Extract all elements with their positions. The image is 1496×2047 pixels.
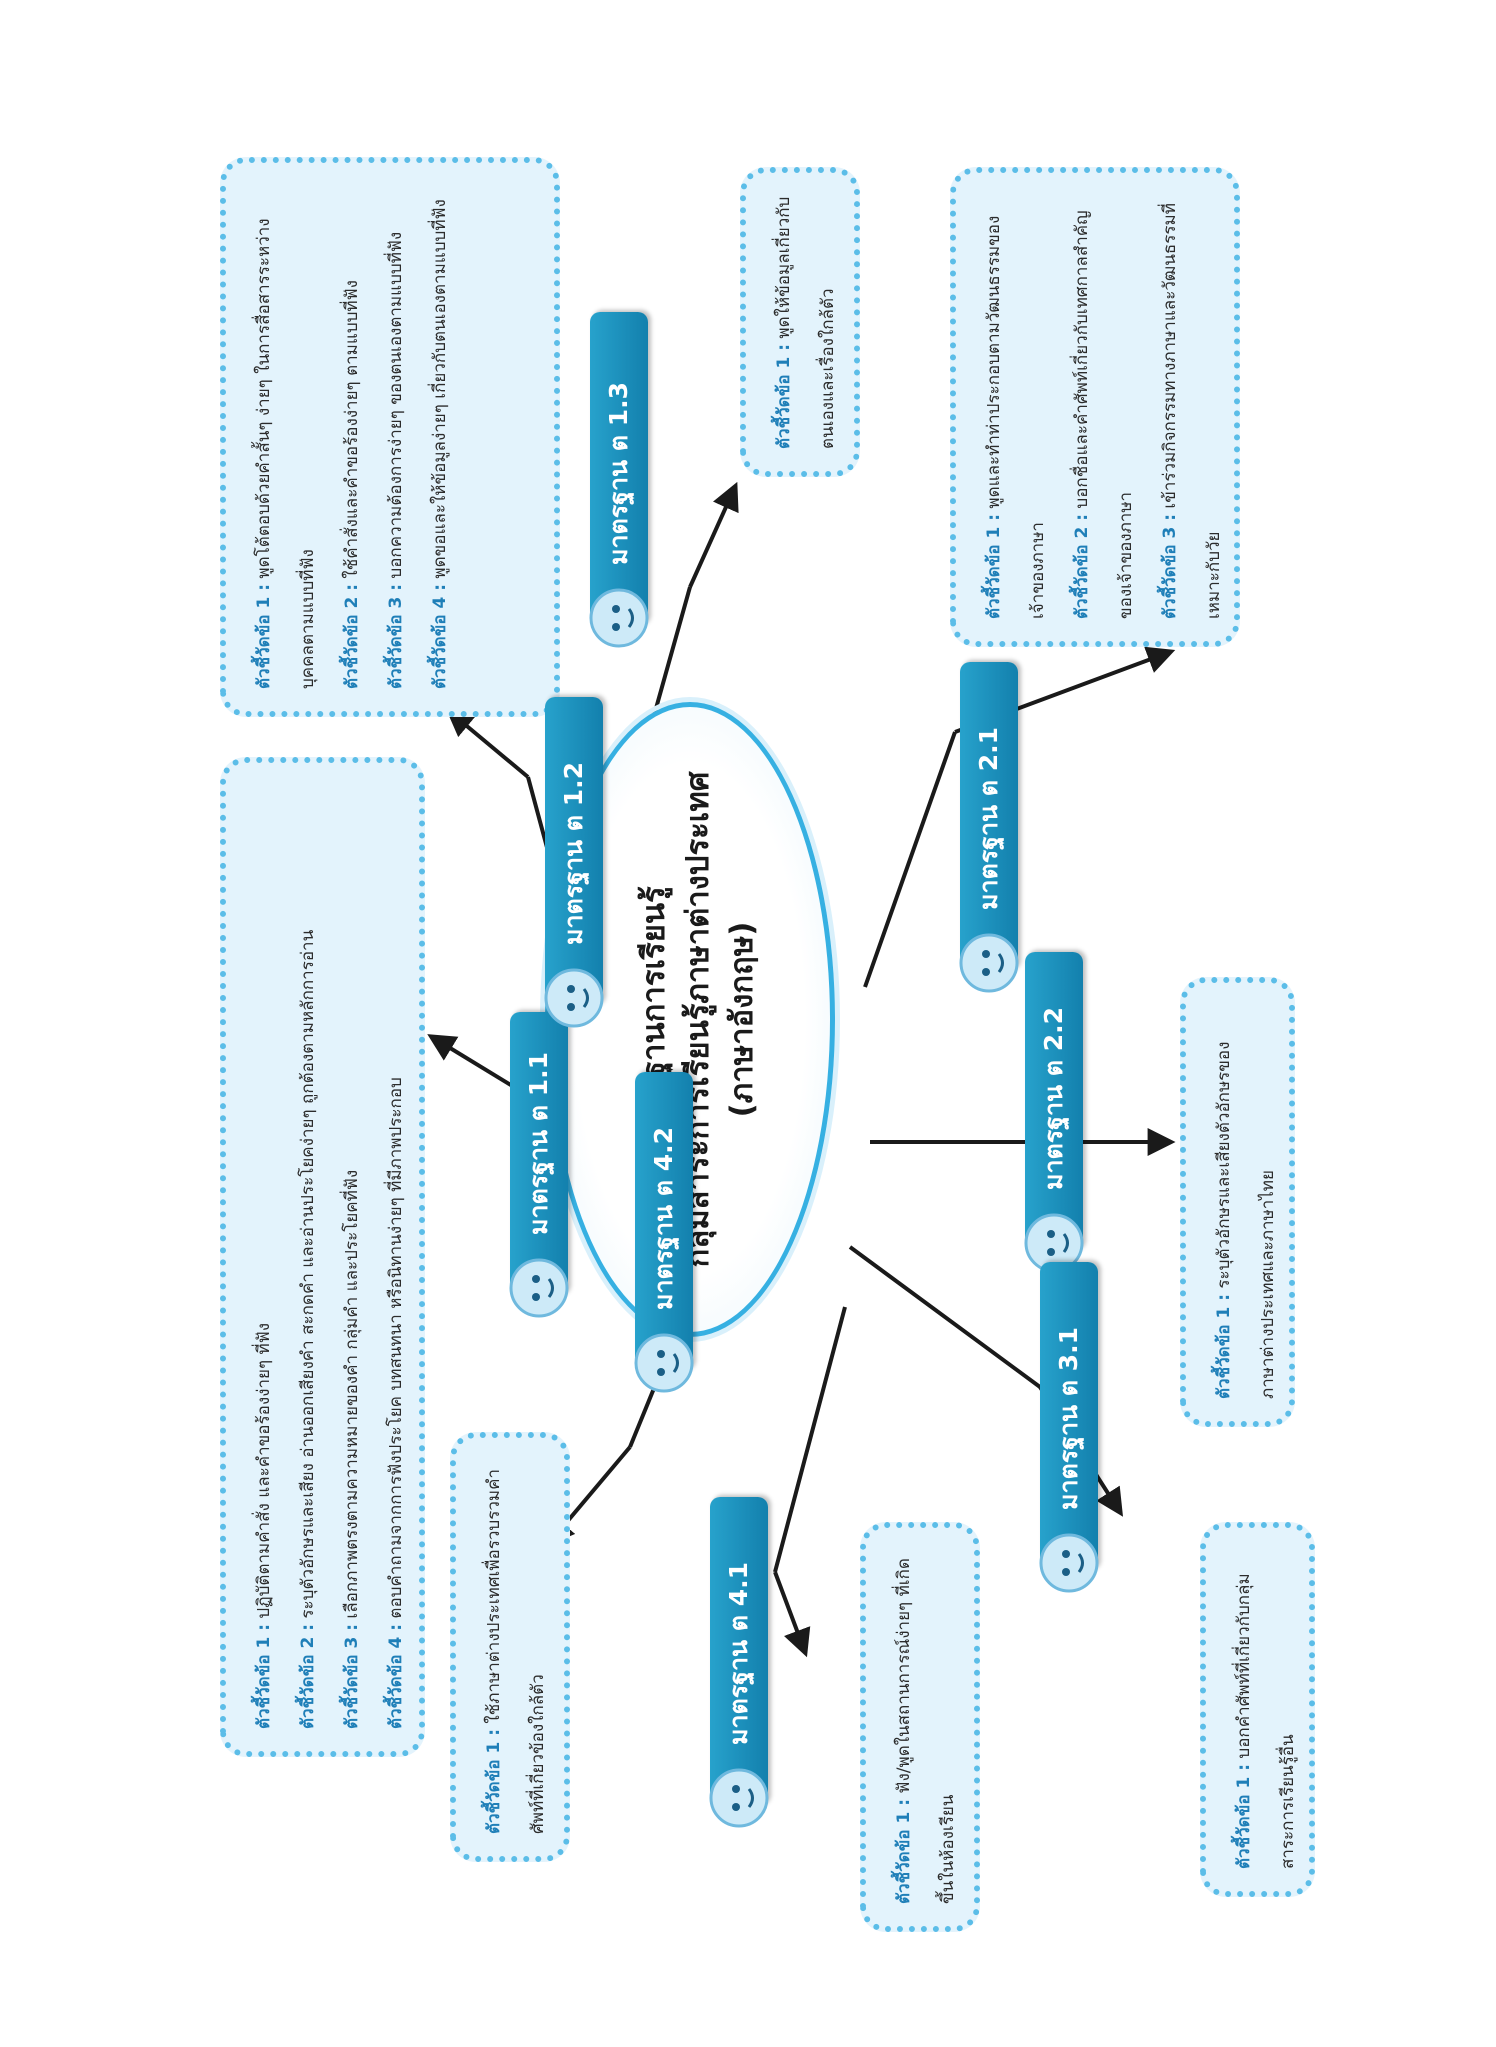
indicator-box-3-1: ตัวชี้วัดข้อ 1 : บอกคำศัพท์ที่เกี่ยวกับก… bbox=[1200, 1522, 1315, 1897]
indicator-4-1-1: ตัวชี้วัดข้อ 1 : ฟัง/พูดในสถานการณ์ง่ายๆ… bbox=[894, 1558, 958, 1904]
standard-label-3-1: มาตรฐาน ต 3.1 bbox=[1039, 1262, 1099, 1593]
indicator-1-1-4: ตัวชี้วัดข้อ 4 : ตอบคำถามจากการฟังประโยค… bbox=[386, 1077, 406, 1729]
indicator-box-2-1: ตัวชี้วัดข้อ 1 : พูดและทำท่าประกอบตามวัฒ… bbox=[950, 167, 1240, 647]
arrow-4-1 bbox=[773, 1571, 811, 1658]
arrow-1-3 bbox=[688, 481, 739, 588]
link-std-3-1 bbox=[848, 1245, 1042, 1389]
standard-label-2-2: มาตรฐาน ต 2.2 bbox=[1024, 952, 1084, 1273]
mascot-icon bbox=[1024, 1213, 1084, 1273]
indicator-3-1-1: ตัวชี้วัดข้อ 1 : บอกคำศัพท์ที่เกี่ยวกับก… bbox=[1234, 1573, 1298, 1869]
indicator-1-3-1: ตัวชี้วัดข้อ 1 : พูดให้ข้อมูลเกี่ยวกับตน… bbox=[774, 196, 838, 449]
mascot-icon bbox=[709, 1768, 769, 1828]
indicator-box-1-1: ตัวชี้วัดข้อ 1 : ปฏิบัติตามคำสั่ง และคำข… bbox=[220, 757, 425, 1757]
indicator-1-1-3: ตัวชี้วัดข้อ 3 : เลือกภาพตรงตามความหมายข… bbox=[342, 1169, 362, 1729]
standard-label-1-1: มาตรฐาน ต 1.1 bbox=[509, 1012, 569, 1318]
standard-label-1-2: มาตรฐาน ต 1.2 bbox=[544, 697, 604, 1028]
indicator-2-1-2: ตัวชี้วัดข้อ 2 : บอกชื่อและคำศัพท์เกี่ยว… bbox=[1072, 210, 1136, 619]
standard-label-4-1: มาตรฐาน ต 4.1 bbox=[709, 1497, 769, 1828]
standard-label-1-3: มาตรฐาน ต 1.3 bbox=[589, 312, 649, 648]
indicator-1-2-2: ตัวชี้วัดข้อ 2 : ใช้คำสั่งและคำขอร้องง่า… bbox=[342, 280, 362, 689]
mascot-icon bbox=[1039, 1533, 1099, 1593]
indicator-2-2-1: ตัวชี้วัดข้อ 1 : ระบุตัวอักษรและเสียงตัว… bbox=[1214, 1041, 1278, 1399]
indicator-box-1-2: ตัวชี้วัดข้อ 1 : พูดโต้ตอบด้วยคำสั้นๆ ง่… bbox=[220, 157, 560, 717]
central-title-line-3: (ภาษาอังกฤษ) bbox=[724, 921, 760, 1118]
indicator-box-4-1: ตัวชี้วัดข้อ 1 : ฟัง/พูดในสถานการณ์ง่ายๆ… bbox=[860, 1522, 980, 1932]
mascot-icon bbox=[959, 933, 1019, 993]
standard-label-4-2: มาตรฐาน ต 4.2 bbox=[634, 1072, 694, 1393]
indicator-1-2-4: ตัวชี้วัดข้อ 4 : พูดขอและให้ข้อมูลง่ายๆ … bbox=[430, 199, 450, 689]
mascot-icon bbox=[589, 588, 649, 648]
link-std-4-1 bbox=[773, 1306, 847, 1573]
indicator-box-4-2: ตัวชี้วัดข้อ 1 : ใช้ภาษาต่างประเทศเพื่อร… bbox=[450, 1432, 570, 1862]
mascot-icon bbox=[544, 968, 604, 1028]
indicator-1-1-2: ตัวชี้วัดข้อ 2 : ระบุตัวอักษรและเสียง อ่… bbox=[298, 929, 318, 1729]
indicator-2-1-1: ตัวชี้วัดข้อ 1 : พูดและทำท่าประกอบตามวัฒ… bbox=[984, 215, 1048, 619]
mascot-icon bbox=[634, 1333, 694, 1393]
indicator-4-2-1: ตัวชี้วัดข้อ 1 : ใช้ภาษาต่างประเทศเพื่อร… bbox=[484, 1468, 548, 1834]
indicator-2-1-3: ตัวชี้วัดข้อ 3 : เข้าร่วมกิจกรรมทางภาษาแ… bbox=[1160, 203, 1224, 619]
standard-label-2-1: มาตรฐาน ต 2.1 bbox=[959, 662, 1019, 993]
indicator-1-1-1: ตัวชี้วัดข้อ 1 : ปฏิบัติตามคำสั่ง และคำข… bbox=[254, 1322, 274, 1729]
link-std-2-1 bbox=[863, 731, 957, 988]
indicator-box-2-2: ตัวชี้วัดข้อ 1 : ระบุตัวอักษรและเสียงตัว… bbox=[1180, 977, 1295, 1427]
arrow-1-2 bbox=[445, 708, 530, 779]
indicator-1-2-3: ตัวชี้วัดข้อ 3 : บอกความต้องการง่ายๆ ของ… bbox=[386, 231, 406, 689]
indicator-1-2-1: ตัวชี้วัดข้อ 1 : พูดโต้ตอบด้วยคำสั้นๆ ง่… bbox=[254, 218, 318, 689]
mascot-icon bbox=[509, 1258, 569, 1318]
indicator-box-1-3: ตัวชี้วัดข้อ 1 : พูดให้ข้อมูลเกี่ยวกับตน… bbox=[740, 167, 860, 477]
